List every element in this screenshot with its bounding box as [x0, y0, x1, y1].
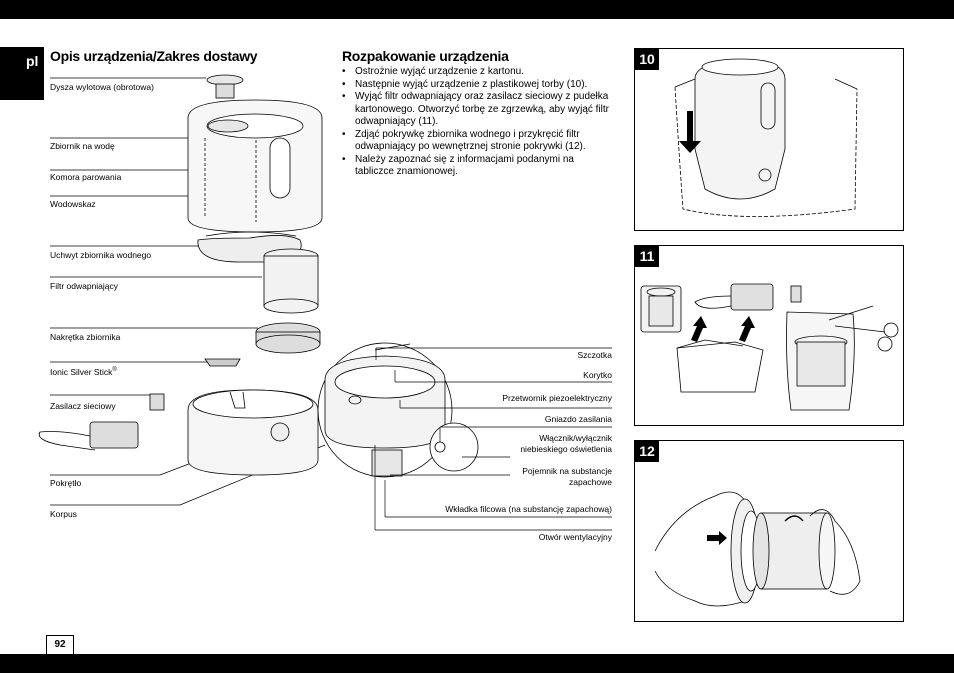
device-in-bag-illustration — [674, 58, 858, 217]
label-switch-line1: Włącznik/wyłącznik — [539, 433, 612, 443]
label-gauge: Wodowskaz — [50, 199, 96, 209]
label-cap: Nakrętka zbiornika — [50, 332, 121, 342]
figure-number: 12 — [635, 441, 659, 462]
label-socket: Gniazdo zasilania — [544, 414, 612, 424]
label-nozzle: Dysza wylotowa (obrotowa) — [50, 82, 154, 92]
top-bar — [0, 0, 954, 19]
label-ionic-sup: ® — [112, 367, 117, 373]
label-tank: Zbiornik na wodę — [50, 141, 115, 151]
label-holder: Uchwyt zbiornika wodnego — [50, 250, 152, 260]
unpack-step: Następnie wyjąć urządzenie z plastikowej… — [342, 79, 612, 92]
label-knob: Pokrętło — [50, 478, 82, 488]
label-container-line1: Pojemnik na substancje — [522, 466, 612, 476]
bottom-bar — [0, 654, 954, 673]
language-tab: pl — [0, 47, 44, 100]
figure-12: 12 — [634, 440, 904, 622]
page-number: 92 — [46, 635, 74, 654]
label-filter: Filtr odwapniający — [50, 281, 119, 291]
label-vent: Otwór wentylacyjny — [538, 532, 612, 542]
label-trough: Korytko — [583, 370, 612, 380]
label-ionic-text: Ionic Silver Stick — [50, 366, 113, 377]
unpack-box-illustration — [640, 283, 899, 411]
unpack-step: Zdjąć pokrywkę zbiornika wodnego i przyk… — [342, 129, 612, 154]
label-switch-line2: niebieskiego oświetlenia — [520, 444, 612, 454]
label-body: Korpus — [50, 509, 77, 519]
unpack-step: Wyjąć filtr odwapniający oraz zasilacz s… — [342, 91, 612, 129]
unpacking-heading: Rozpakowanie urządzenia — [342, 48, 509, 64]
screw-filter-illustration — [654, 491, 861, 607]
figure-number: 10 — [635, 49, 659, 70]
unpack-step: Ostrożnie wyjąć urządzenie z kartonu. — [342, 66, 612, 79]
figure-10: 10 — [634, 48, 904, 231]
unpacking-steps: Ostrożnie wyjąć urządzenie z kartonu. Na… — [342, 66, 612, 179]
label-felt: Wkładka filcowa (na substancję zapachową… — [445, 504, 612, 514]
unpack-step: Należy zapoznać się z informacjami podan… — [342, 154, 612, 179]
description-heading: Opis urządzenia/Zakres dostawy — [50, 48, 258, 64]
label-transducer: Przetwornik piezoelektryczny — [502, 393, 612, 403]
label-container-line2: zapachowe — [568, 477, 612, 487]
figure-11: 11 — [634, 245, 904, 426]
label-ionic: Ionic Silver Stick® — [50, 365, 117, 378]
figure-number: 11 — [635, 246, 659, 267]
label-chamber: Komora parowania — [50, 172, 122, 182]
label-adapter: Zasilacz sieciowy — [50, 401, 116, 411]
label-brush: Szczotka — [577, 350, 613, 360]
